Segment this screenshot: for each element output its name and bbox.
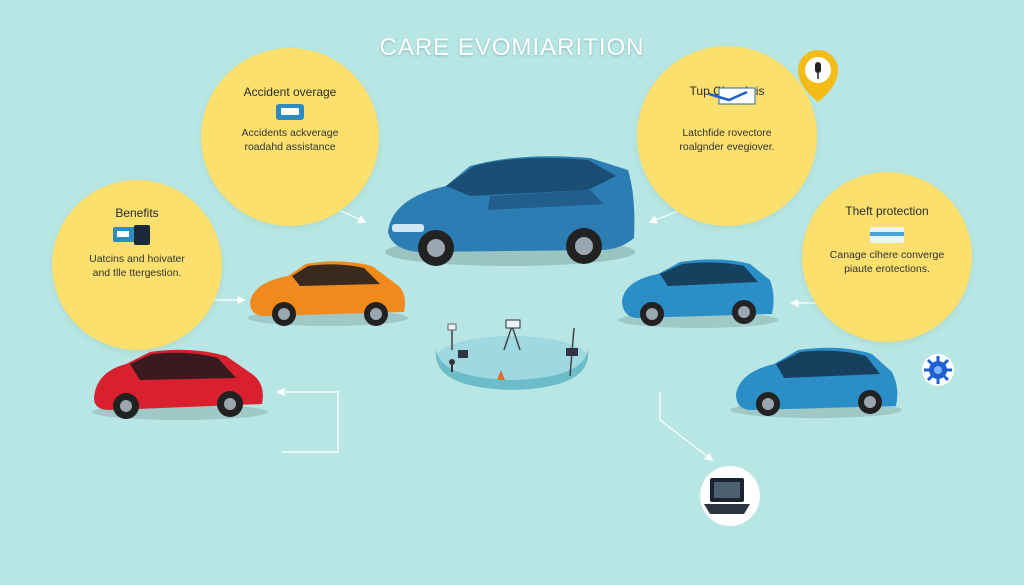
- microphone-pin-icon: [798, 50, 838, 102]
- route-map-icon: [708, 87, 756, 105]
- bubble-accident-coverage: Accident overage Accidents ackverage roa…: [201, 48, 379, 226]
- bubble-line: and tlle ttergestion.: [92, 267, 182, 279]
- bubble-body: Latchfide rovectore roalgnder evegiover.: [653, 126, 801, 154]
- bubble-line: Latchfide rovectore: [682, 127, 772, 139]
- page-title: CARE EVOMIARITION: [379, 34, 645, 61]
- bubble-line: Accidents ackverage: [241, 127, 339, 139]
- connector-red-car: [276, 387, 339, 453]
- bubble-heading: Theft protection: [845, 204, 929, 218]
- center-car: [385, 156, 635, 266]
- card-icon: [870, 227, 904, 243]
- center-platform: [436, 319, 588, 390]
- bubble-line: roadahd assistance: [244, 141, 336, 153]
- bubble-body: Uatcins and hoivater and tlle ttergestio…: [68, 252, 206, 280]
- bubble-heading: Benefits: [115, 206, 159, 220]
- laptop-icon: [700, 466, 760, 526]
- bubble-line: roalgnder evegiover.: [679, 141, 775, 153]
- bubble-line: piaute erotections.: [844, 263, 930, 275]
- connector-laptop: [659, 392, 714, 462]
- tow-truck-icon: [276, 104, 304, 120]
- bubble-line: Canage clhere converge: [829, 249, 945, 261]
- bubble-tup-coverage: Tup CLombris Latchfide rovectore roalgnd…: [637, 46, 817, 226]
- blue-car-right: [618, 259, 778, 328]
- bubble-heading: Accident overage: [243, 85, 337, 99]
- document-icon: [113, 225, 150, 245]
- red-car: [92, 349, 268, 420]
- bubble-line: Uatcins and hoivater: [89, 253, 185, 265]
- orange-car: [248, 261, 408, 326]
- gear-icon: [922, 354, 954, 386]
- bubble-body: Accidents ackverage roadahd assistance: [217, 126, 363, 154]
- blue-car-lower: [730, 347, 902, 418]
- bubble-theft-protection: Theft protection Canage clhere converge …: [802, 172, 972, 342]
- bubble-benefits: Benefits Uatcins and hoivater and tlle t…: [52, 180, 222, 350]
- bubble-body: Canage clhere converge piaute erotection…: [818, 248, 956, 276]
